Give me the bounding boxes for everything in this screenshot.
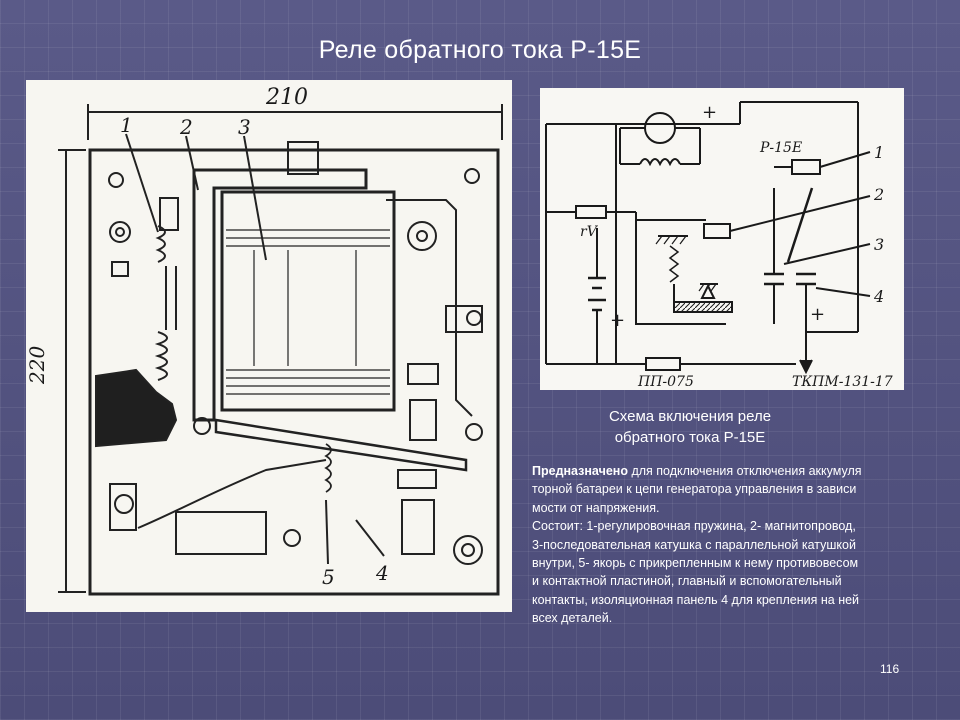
insulation-panel: [88, 148, 500, 596]
bottom-resistor-label: ПП-075: [637, 374, 694, 390]
schematic-callout-4: 4: [873, 287, 884, 306]
schematic-callout-1: 1: [874, 143, 884, 162]
callout-1: 1: [120, 113, 133, 137]
callout-5: 5: [322, 565, 335, 589]
desc-line-8: контакты, изоляционная панель 4 для креп…: [532, 592, 860, 607]
shunt-coil-icon: [703, 223, 731, 239]
resistor-rv-label: rV: [580, 224, 599, 240]
terminal-screw: [453, 535, 483, 565]
callout-2: 2: [179, 115, 193, 139]
plus-battery: +: [610, 310, 625, 331]
callout-3: 3: [238, 115, 251, 139]
dim-height-label: 220: [26, 346, 49, 385]
callout-4: 4: [375, 561, 389, 585]
wiring-schematic: + Р-15Е rV + + ПП-075 ТКПМ-131-17 1 2 3 …: [540, 88, 904, 390]
desc-line-4: Состоит: 1-регулировочная пружина, 2- ма…: [532, 519, 856, 534]
schematic-callout-2: 2: [873, 185, 884, 204]
dim-width-label: 210: [265, 85, 308, 110]
resistor-rv: [575, 205, 607, 219]
main-contact-plate: [175, 511, 267, 555]
magnet-yoke: [192, 168, 368, 422]
relay-drawing: 210 220 1 2 3 4 5: [26, 80, 512, 612]
schematic-caption: Схема включения реле обратного тока Р-15…: [540, 406, 840, 448]
plus-top: +: [702, 102, 717, 123]
desc-line-6: внутри, 5- якорь с прикрепленным к нему …: [532, 556, 859, 571]
adjusting-spring: [155, 225, 166, 263]
core-cap: [287, 141, 319, 175]
output-label: ТКПМ-131-17: [792, 374, 893, 390]
slide-title: Реле обратного тока Р-15Е: [318, 36, 642, 64]
caption-line-2: обратного тока Р-15Е: [614, 429, 766, 446]
coil: [220, 190, 396, 412]
page-number: 116: [880, 662, 900, 676]
relay-label: Р-15Е: [759, 140, 802, 156]
desc-line-5: 3-последовательная катушка с параллельно…: [532, 537, 856, 552]
desc-line-1: Предназначено для подключения отключения…: [532, 462, 952, 480]
resistor-pp075: [645, 357, 681, 371]
armature-plate: [673, 301, 733, 313]
relay-coil-icon: [791, 159, 821, 175]
generator-icon: [644, 112, 676, 144]
field-winding-icon: [639, 158, 681, 167]
pivot-screw: [407, 221, 437, 251]
output-arrow-icon: [799, 359, 813, 375]
caption-line-1: Схема включения реле: [608, 408, 772, 425]
counterweight: [95, 368, 178, 448]
desc-line-1-rest: для подключения отключения аккумуля: [627, 464, 862, 478]
spring-icon: [668, 245, 680, 283]
desc-line-7: и контактной пластиной, главный и вспомо…: [532, 574, 842, 589]
plus-output: +: [810, 304, 825, 325]
desc-line-2: торной батареи к цепи генератора управле…: [532, 482, 857, 497]
desc-bold-lead: Предназначено: [532, 464, 628, 478]
desc-line-3: мости от напряжения.: [532, 500, 660, 515]
desc-line-9: всех деталей.: [532, 611, 613, 626]
schematic-callout-3: 3: [874, 235, 884, 254]
wiring-schematic-svg: + Р-15Е rV + + ПП-075 ТКПМ-131-17 1 2 3 …: [545, 101, 893, 390]
armature: [214, 418, 468, 472]
description: Предназначено для подключения отключения…: [532, 462, 952, 628]
relay-drawing-svg: 210 220 1 2 3 4 5: [26, 85, 503, 596]
